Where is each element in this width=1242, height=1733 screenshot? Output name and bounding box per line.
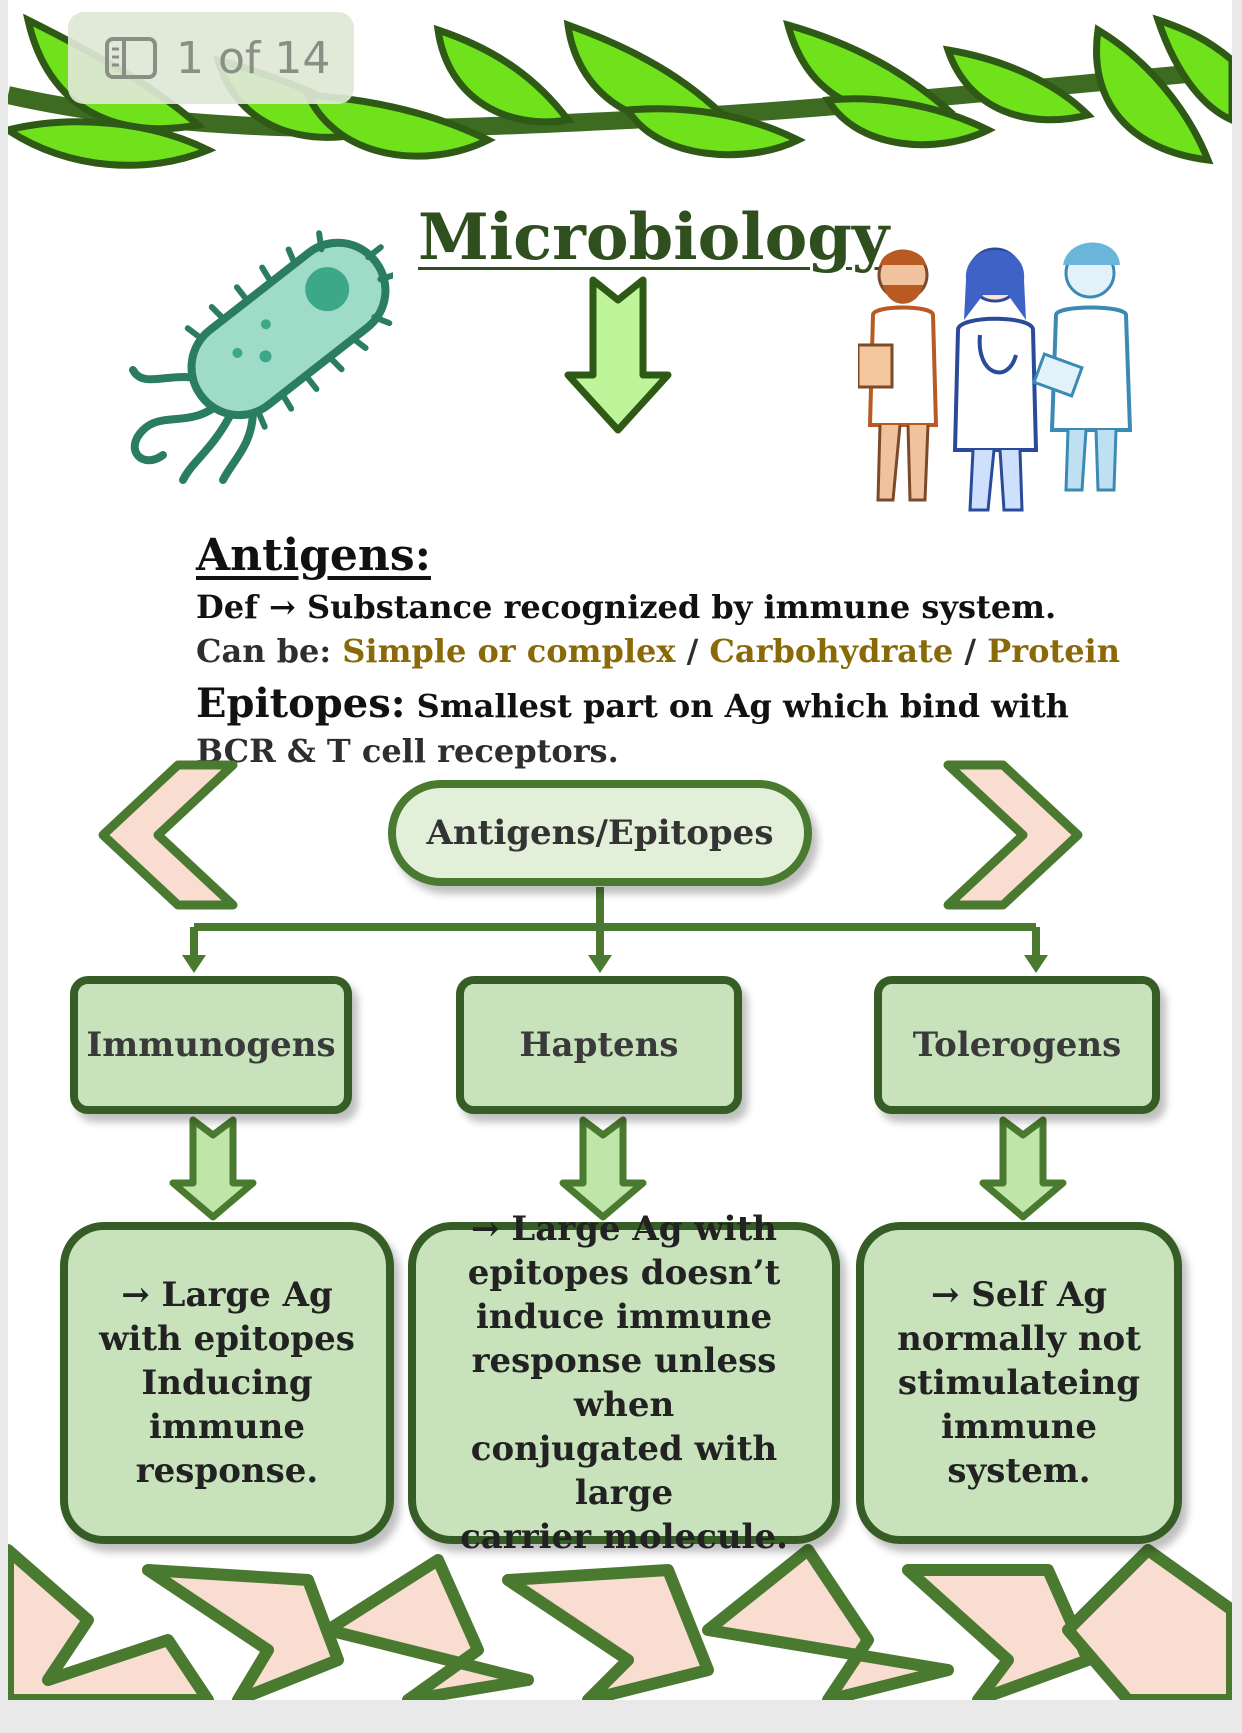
description-tolerogens: → Self Ag normally not stimulateing immu… <box>856 1222 1182 1544</box>
antigen-type: Simple or complex <box>342 632 676 670</box>
desc-line: stimulateing <box>897 1363 1141 1403</box>
antigens-heading: Antigens: <box>196 530 431 581</box>
desc-line: → Large Ag with <box>470 1209 778 1249</box>
desc-line: induce immune <box>475 1297 773 1337</box>
epitopes-label: Epitopes: <box>196 680 406 727</box>
doctors-illustration <box>858 242 1133 512</box>
arrow-right-icon: → <box>930 1275 972 1315</box>
diagram-connectors <box>98 760 1083 1221</box>
desc-line: with epitopes <box>99 1319 355 1359</box>
desc-line: → Large Ag <box>121 1275 333 1315</box>
category-immunogens: Immunogens <box>70 976 352 1114</box>
page-title: Microbiology <box>418 200 890 275</box>
epitopes-line: Epitopes: Smallest part on Ag which bind… <box>196 680 1069 727</box>
desc-line: conjugated with large <box>470 1429 778 1513</box>
epitopes-text: Smallest part on Ag which bind with <box>416 687 1069 725</box>
diagram-root-node: Antigens/Epitopes <box>388 780 812 886</box>
antigen-type: Carbohydrate <box>709 632 954 670</box>
type-separator: / <box>964 632 976 670</box>
desc-line: normally not <box>897 1319 1141 1359</box>
desc-line: → Self Ag <box>930 1275 1108 1315</box>
desc-line: response unless when <box>471 1341 777 1425</box>
bacterium-icon <box>129 230 393 484</box>
category-haptens: Haptens <box>456 976 742 1114</box>
desc-line: immune <box>149 1407 305 1447</box>
description-haptens: → Large Ag with epitopes doesn’t induce … <box>408 1209 840 1557</box>
antigen-type: Protein <box>987 632 1120 670</box>
arrow-right-icon: → <box>121 1275 162 1315</box>
desc-line: epitopes doesn’t <box>467 1253 781 1293</box>
chevron-right-icon <box>943 760 1083 910</box>
category-tolerogens: Tolerogens <box>874 976 1160 1114</box>
chevron-left-icon <box>98 760 238 910</box>
definition-line: Def → Substance recognized by immune sys… <box>196 588 1056 626</box>
description-immunogens: → Large Ag with epitopes Inducing immune… <box>60 1222 394 1544</box>
type-separator: / <box>686 632 699 670</box>
arrow-right-icon: → <box>269 588 296 626</box>
desc-line: immune <box>941 1407 1097 1447</box>
definition-text: Substance recognized by immune system. <box>306 588 1057 626</box>
epitopes-line-2: BCR & T cell receptors. <box>196 732 619 770</box>
desc-line: system. <box>947 1451 1091 1491</box>
document-page: 1 of 14 Microbiology <box>8 0 1232 1700</box>
definition-label: Def <box>196 588 258 626</box>
down-arrow-icon <box>564 276 672 434</box>
desc-line: Inducing <box>141 1363 313 1403</box>
arrow-right-icon: → <box>470 1209 512 1249</box>
can-be-label: Can be: <box>196 632 332 670</box>
can-be-line: Can be: Simple or complex / Carbohydrate… <box>196 632 1120 670</box>
desc-line: response. <box>135 1451 319 1491</box>
desc-line: carrier molecule. <box>460 1517 788 1557</box>
sidebar-icon <box>105 37 157 79</box>
page-indicator-label: 1 of 14 <box>176 32 331 84</box>
page-indicator[interactable]: 1 of 14 <box>68 12 354 104</box>
